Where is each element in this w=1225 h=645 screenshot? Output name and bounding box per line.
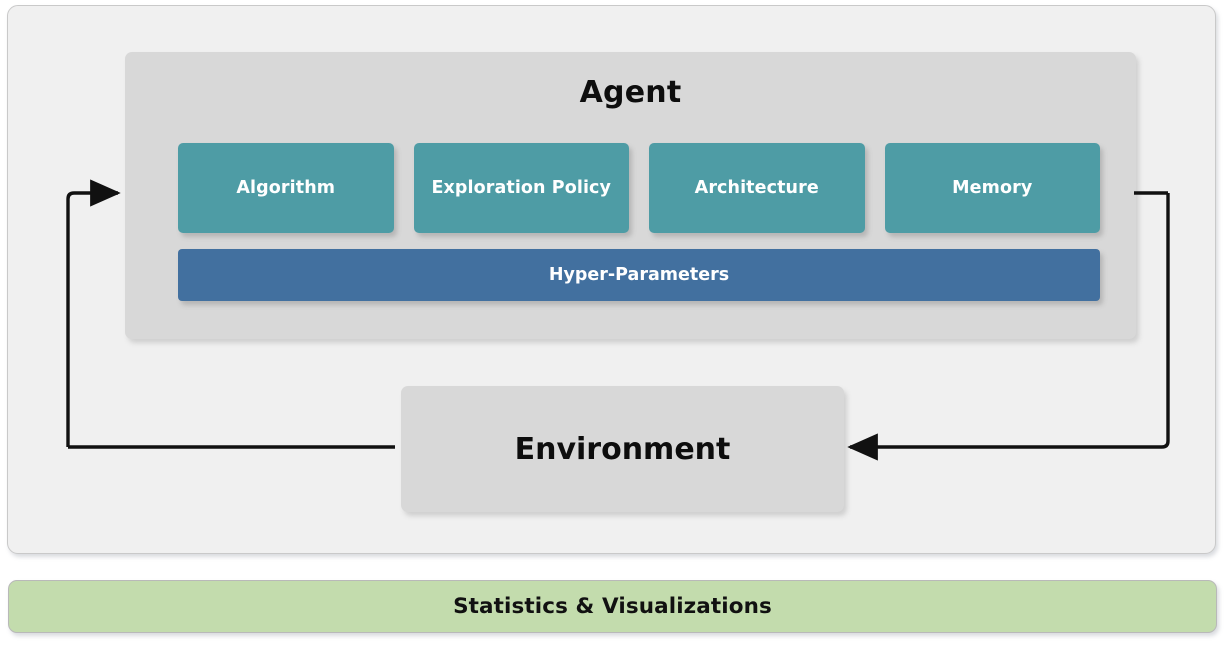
hyper-parameters-label: Hyper-Parameters	[548, 265, 730, 285]
statistics-visualizations-bar[interactable]: Statistics & Visualizations	[8, 580, 1217, 633]
rl-system-panel: Agent Algorithm Exploration Policy Archi…	[7, 5, 1216, 554]
component-card-architecture[interactable]: Architecture	[649, 143, 865, 233]
environment-group[interactable]: Environment	[401, 386, 844, 512]
component-card-algorithm[interactable]: Algorithm	[178, 143, 394, 233]
component-label: Algorithm	[236, 178, 336, 198]
agent-component-row: Algorithm Exploration Policy Architectur…	[178, 143, 1100, 233]
agent-title: Agent	[579, 75, 682, 110]
component-card-exploration-policy[interactable]: Exploration Policy	[413, 143, 629, 233]
component-card-memory[interactable]: Memory	[884, 143, 1100, 233]
agent-group[interactable]: Agent Algorithm Exploration Policy Archi…	[125, 52, 1136, 339]
hyper-parameters-bar[interactable]: Hyper-Parameters	[178, 249, 1100, 301]
environment-label: Environment	[514, 431, 731, 467]
statistics-visualizations-label: Statistics & Visualizations	[453, 594, 772, 619]
component-label: Exploration Policy	[431, 178, 612, 198]
component-label: Architecture	[694, 178, 819, 198]
component-label: Memory	[952, 178, 1033, 198]
